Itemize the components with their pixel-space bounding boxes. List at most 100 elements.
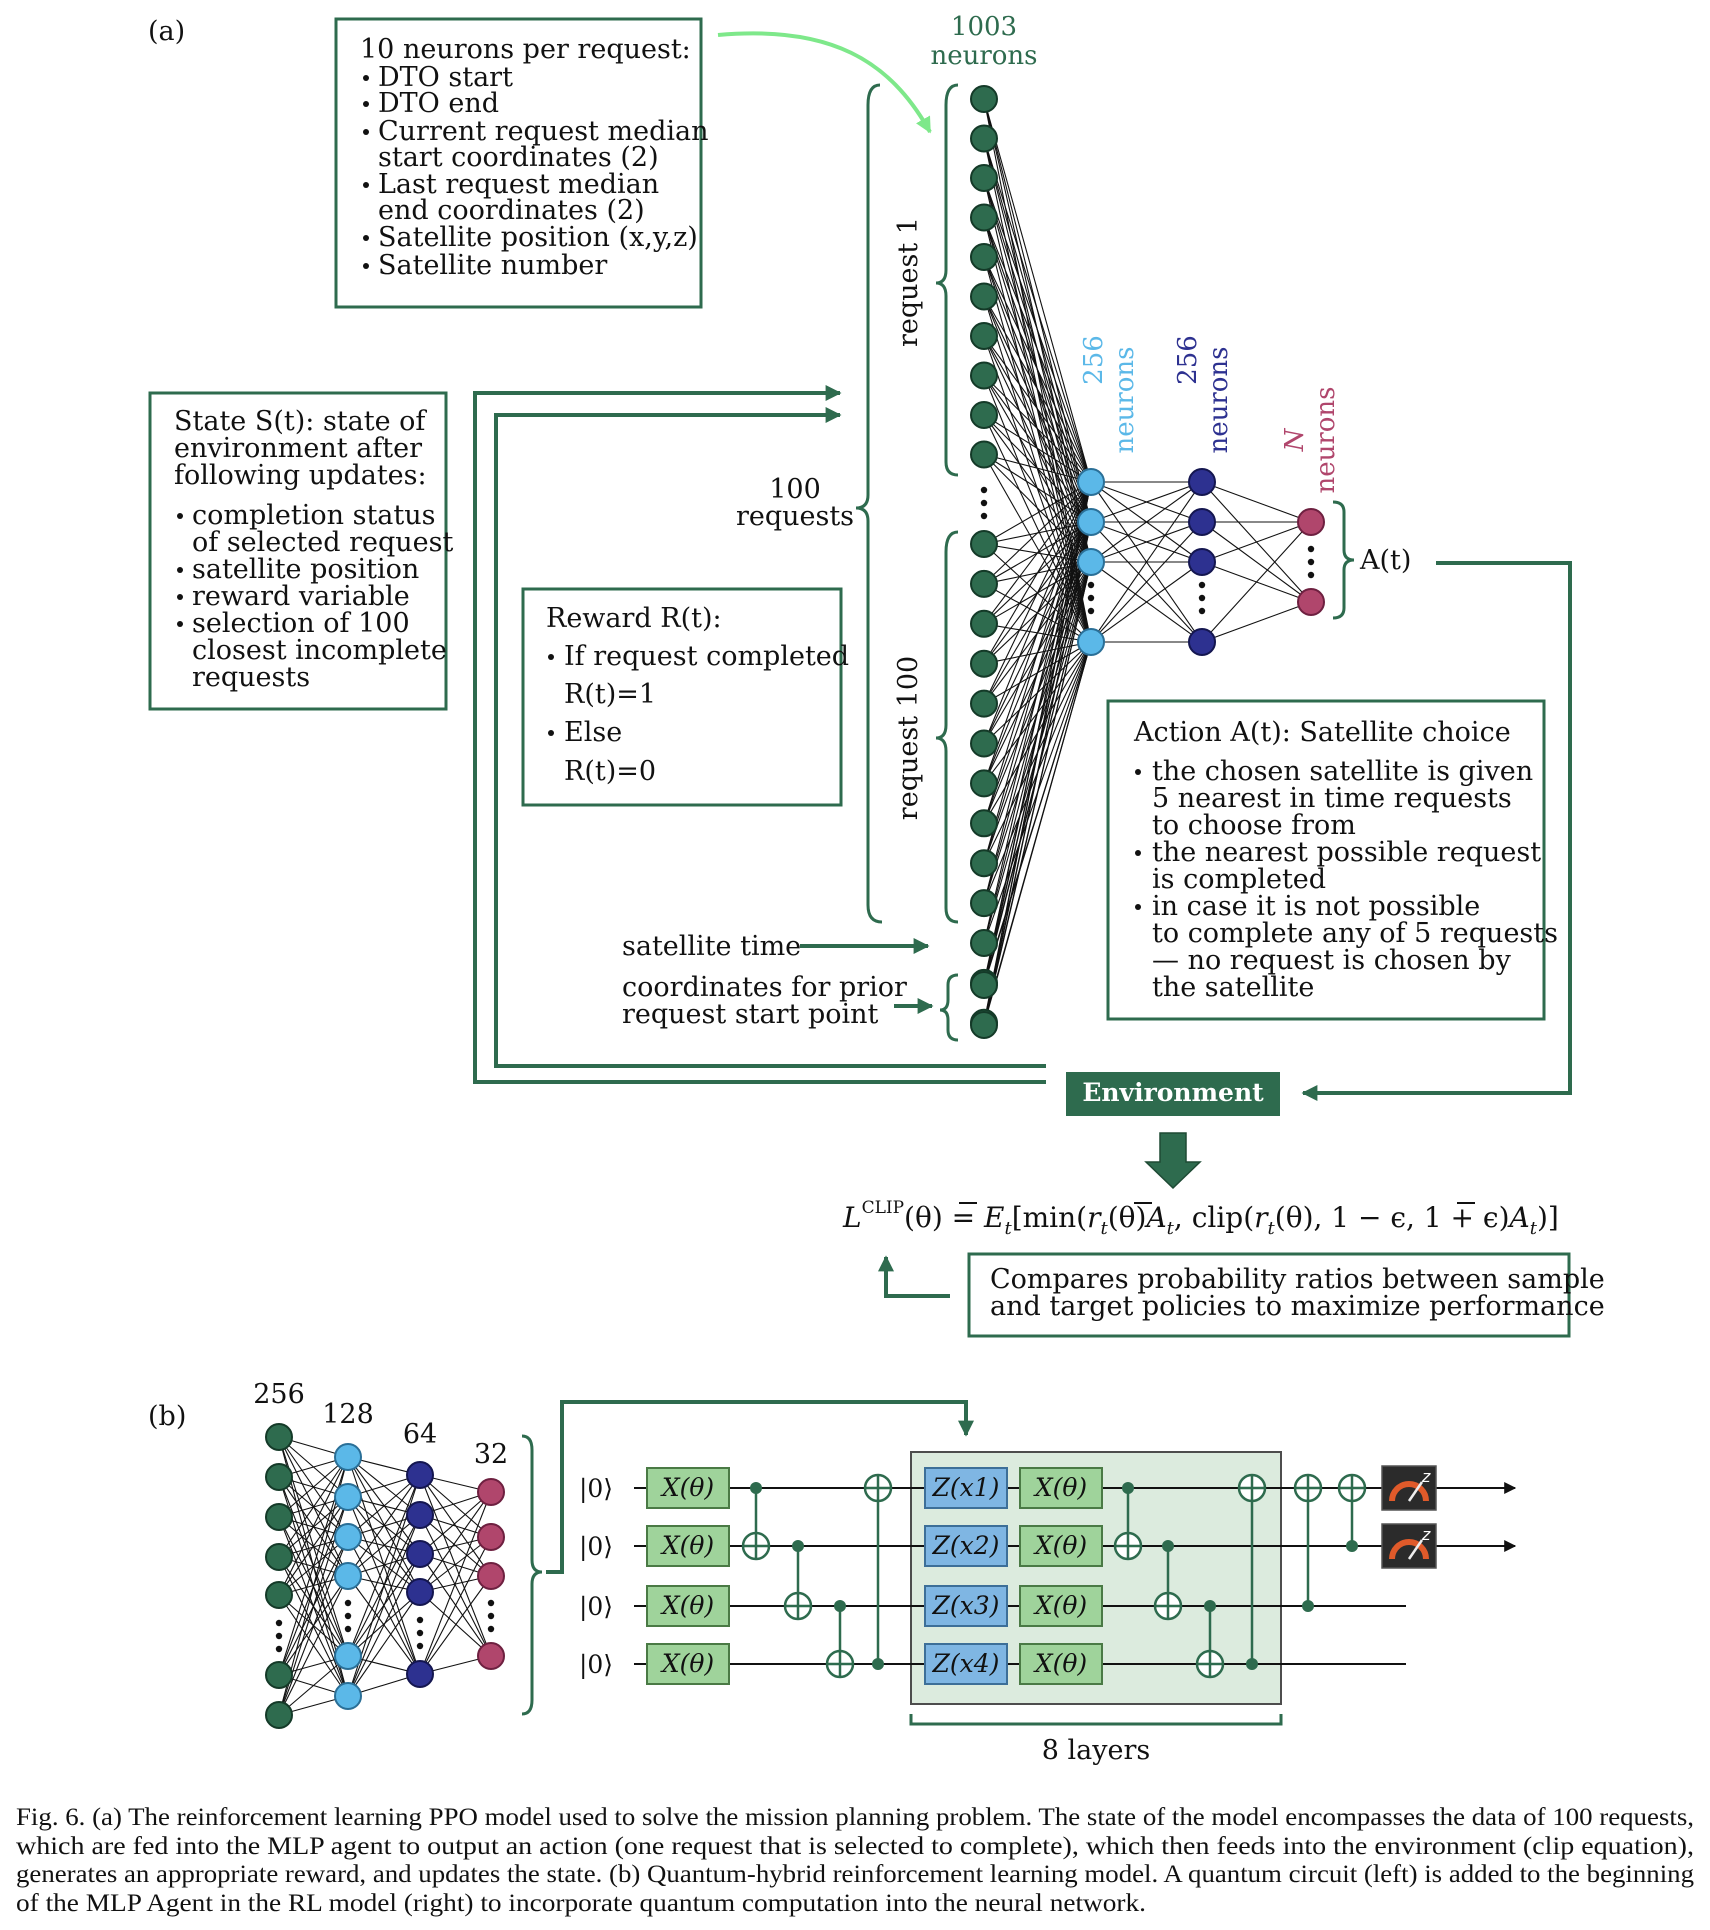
layer-count-256: 256 (253, 1379, 305, 1410)
svg-text:z: z (1421, 1467, 1431, 1486)
hidden2-count-label: 256 (1173, 335, 1203, 385)
mlp-b-neuron (334, 1523, 362, 1551)
meter-icon: z (1381, 1465, 1437, 1511)
hidden1-neuron (1077, 468, 1105, 496)
network-edge (983, 481, 1092, 625)
ellipsis-dot (1198, 581, 1206, 589)
layer-count-128: 128 (322, 1399, 374, 1430)
hidden2-neuron (1188, 468, 1216, 496)
input-neuron (970, 361, 998, 390)
input-neuron (970, 124, 998, 153)
hidden2-neuron (1188, 628, 1216, 656)
rx-gate-label: X(θ) (660, 1591, 714, 1620)
layers-label: 8 layers (1042, 1735, 1151, 1766)
network-edge (1201, 481, 1312, 523)
mlp-b-neuron (334, 1562, 362, 1590)
rx-gate-label: X(θ) (1033, 1531, 1087, 1560)
feature-bullet (363, 75, 369, 81)
mlp-b-neuron (265, 1581, 293, 1609)
reward-text: Reward R(t):If request completedR(t)=1El… (546, 603, 849, 787)
mlp-b-edges (278, 1436, 492, 1716)
mlp-b-edge (347, 1591, 421, 1697)
input-count-label: 1003 (951, 12, 1017, 42)
prior-coords-brace (939, 973, 959, 1042)
network-edge (983, 138, 1092, 483)
ellipsis-dot (275, 1619, 283, 1627)
input-neuron (970, 569, 998, 598)
mlp-b-edge (419, 1514, 492, 1657)
input-neuron (970, 282, 998, 311)
mlp-b-edge (419, 1575, 492, 1675)
rz-encoding-gate-label: Z(x1) (932, 1473, 1000, 1502)
network-edge (1090, 481, 1203, 563)
cnot-control (1346, 1540, 1358, 1552)
output-neuron (1297, 588, 1325, 616)
rx-gate (646, 1467, 730, 1509)
mlp-b-edge (278, 1456, 349, 1558)
ellipsis-dot (980, 486, 988, 494)
features-to-input-arrow (717, 31, 932, 134)
environment-box (1066, 1072, 1280, 1116)
network-edge (983, 98, 1092, 483)
qubit-init-ket: |0⟩ (579, 1532, 613, 1562)
ellipsis-dot (980, 512, 988, 520)
reward-box: Reward R(t):If request completedR(t)=1El… (521, 587, 849, 807)
reward-bullet (548, 654, 554, 660)
rz-encoding-gate-label: Z(x4) (932, 1649, 1000, 1678)
requests-brace (855, 83, 883, 924)
network-edge (1090, 561, 1203, 643)
mlp-b-neuron (265, 1503, 293, 1531)
feature-bullet (363, 263, 369, 269)
network-edge (983, 414, 1092, 483)
network-edge (1090, 521, 1203, 563)
network-edge (983, 481, 1092, 744)
mlp-b-edge (278, 1575, 349, 1716)
action-title: Action A(t): Satellite choice (1133, 717, 1511, 748)
network-edge (983, 481, 1092, 944)
rx-gate-label: X(θ) (660, 1531, 714, 1560)
network-edge (1090, 481, 1203, 523)
mlp-b-neuron (265, 1463, 293, 1491)
ellipsis-dot (487, 1599, 495, 1607)
ellipsis-dot (487, 1612, 495, 1620)
state-line: State S(t): state of (174, 406, 427, 437)
mlp-to-circuit-arrow (546, 1400, 974, 1574)
network-edge (1201, 601, 1312, 643)
mlp-b-edge (347, 1456, 421, 1593)
reward-condition: If request completed (564, 641, 849, 672)
network-edge (983, 521, 1092, 1026)
panel-b-label: (b) (148, 1401, 186, 1432)
input-neuron (970, 440, 998, 469)
state-item: reward variable (192, 581, 410, 612)
feature-bullet (363, 101, 369, 107)
mlp-b-neuron (477, 1562, 505, 1590)
cnot-control (750, 1482, 762, 1494)
state-bullet (177, 513, 183, 519)
cnot-control (1246, 1658, 1258, 1670)
rx-gate-label: X(θ) (660, 1649, 714, 1678)
input-neuron (970, 729, 998, 758)
mlp-b-neuron (265, 1423, 293, 1451)
environment-label: Environment (1082, 1078, 1264, 1107)
svg-text:z: z (1421, 1525, 1431, 1544)
input-neuron (970, 609, 998, 638)
layers-brace (909, 1714, 1283, 1726)
feature-item: start coordinates (2) (378, 142, 659, 173)
mlp-b-neuron (477, 1523, 505, 1551)
feature-item: Satellite position (x,y,z) (378, 222, 698, 253)
ellipsis-dot (1307, 571, 1315, 579)
mlp-b-neuron (406, 1540, 434, 1568)
state-item: satellite position (192, 554, 419, 585)
request1-brace (935, 83, 959, 477)
network-edge (1090, 481, 1203, 643)
network-edge (983, 481, 1092, 824)
network-edge (1201, 521, 1312, 563)
network-edge (983, 481, 1092, 585)
network-edge (983, 177, 1092, 483)
rx-gate-label: X(θ) (1033, 1591, 1087, 1620)
prior-coords-line2: request start point (622, 999, 879, 1030)
input-neuron (970, 322, 998, 350)
